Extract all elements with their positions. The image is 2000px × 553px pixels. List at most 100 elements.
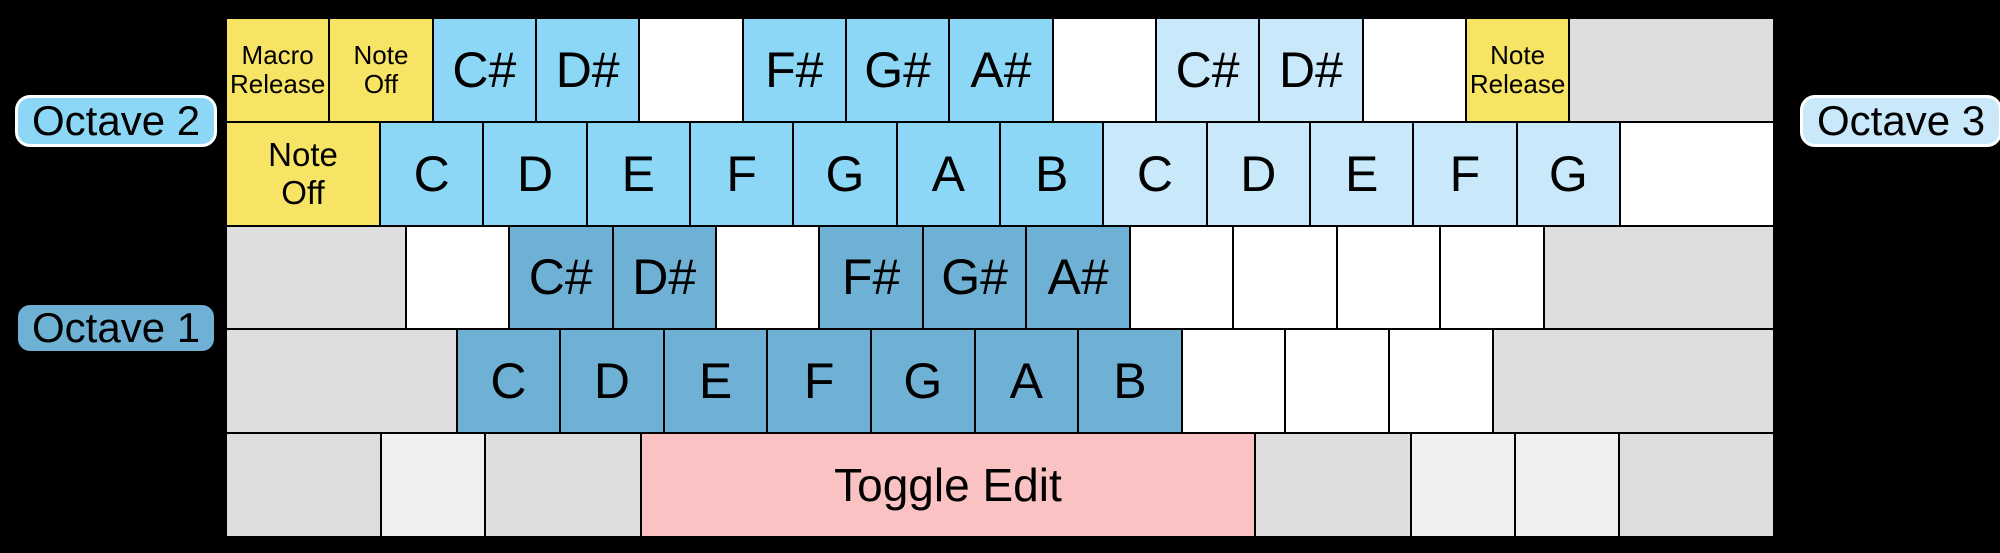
key-f-oct2: F xyxy=(688,120,795,227)
key-label-line: F xyxy=(803,353,835,410)
key-e-oct2: E xyxy=(585,120,691,227)
key-d-oct3: D xyxy=(1205,120,1311,227)
key-c-sharp-oct1: C# xyxy=(508,224,614,331)
key-f-sharp-oct2: F# xyxy=(741,17,847,123)
key-unmapped xyxy=(1361,17,1467,123)
key-label-line: A# xyxy=(1047,249,1109,306)
key-label-line: D# xyxy=(632,249,697,306)
octave-1-label: Octave 1 xyxy=(15,302,218,354)
key-label-line: A xyxy=(931,145,965,202)
key-label-line: A xyxy=(1009,353,1044,410)
key-g-oct1: G xyxy=(869,328,976,435)
key-unmapped xyxy=(714,224,821,331)
key-label-line: D xyxy=(516,145,554,202)
key-unmapped xyxy=(1284,328,1390,435)
key-c-sharp-oct3: C# xyxy=(1154,17,1261,123)
key-modifier xyxy=(1568,17,1775,123)
key-modifier xyxy=(225,328,458,435)
key-c-oct1: C xyxy=(455,328,562,435)
key-label-line: F# xyxy=(841,249,901,306)
key-d-sharp-oct1: D# xyxy=(611,224,717,331)
key-e-oct3: E xyxy=(1308,120,1415,227)
key-label-line: G xyxy=(903,353,943,410)
key-modifier-light xyxy=(1513,432,1620,538)
key-label-line: Off xyxy=(363,68,399,99)
key-modifier-light xyxy=(380,432,487,538)
key-label-line: G xyxy=(1548,145,1588,202)
key-label-line: C# xyxy=(528,249,593,306)
key-modifier xyxy=(1542,224,1776,331)
octave-2-label: Octave 2 xyxy=(15,95,218,147)
key-label-line: D xyxy=(593,353,631,410)
key-a-oct1: A xyxy=(973,328,1080,435)
key-c-oct3: C xyxy=(1102,120,1208,227)
key-c-oct2: C xyxy=(379,120,485,227)
key-modifier xyxy=(225,432,383,538)
key-modifier xyxy=(484,432,642,538)
key-unmapped xyxy=(404,224,511,331)
key-label-line: G# xyxy=(864,41,931,98)
key-label-line: E xyxy=(1344,145,1379,202)
key-label-line: E xyxy=(621,145,655,202)
key-toggle-edit: Toggle Edit xyxy=(639,432,1257,538)
key-unmapped xyxy=(1439,224,1545,331)
key-modifier xyxy=(225,224,407,331)
key-d-sharp-oct3: D# xyxy=(1258,17,1364,123)
key-label-line: B xyxy=(1034,145,1069,202)
home-row: C# D# F# G# A# xyxy=(225,224,1776,331)
key-label-line: C xyxy=(490,353,527,410)
key-label-line: D# xyxy=(555,41,620,98)
octave-3-label: Octave 3 xyxy=(1800,95,2000,147)
key-label-line: Release xyxy=(229,68,326,99)
key-label-line: F xyxy=(1449,145,1481,202)
key-modifier xyxy=(1491,328,1775,435)
key-e-oct1: E xyxy=(662,328,769,435)
key-g-sharp-oct2: G# xyxy=(844,17,951,123)
key-a-sharp-oct1: A# xyxy=(1025,224,1131,331)
key-label-line: B xyxy=(1113,353,1147,410)
key-b-oct1: B xyxy=(1077,328,1183,435)
key-modifier-light xyxy=(1409,432,1516,538)
key-unmapped xyxy=(1051,17,1157,123)
key-g-sharp-oct1: G# xyxy=(921,224,1028,331)
key-f-oct1: F xyxy=(766,328,872,435)
key-label-line: Note xyxy=(268,135,338,173)
key-d-oct2: D xyxy=(482,120,588,227)
key-unmapped xyxy=(638,17,744,123)
key-label-line: C# xyxy=(452,41,517,98)
key-label-line: Release xyxy=(1469,68,1566,99)
key-label-line: F xyxy=(726,145,757,202)
key-unmapped xyxy=(1128,224,1235,331)
key-label-line: C xyxy=(1136,145,1174,202)
key-unmapped xyxy=(1180,328,1287,435)
key-label-line: Macro xyxy=(241,39,314,70)
key-b-oct2: B xyxy=(998,120,1105,227)
key-label-line: G# xyxy=(941,249,1008,306)
key-modifier xyxy=(1254,432,1412,538)
key-d-sharp-oct2: D# xyxy=(534,17,641,123)
key-label-line: F# xyxy=(765,41,824,98)
key-a-sharp-oct2: A# xyxy=(948,17,1054,123)
key-label-line: Note xyxy=(1490,39,1546,70)
key-c-sharp-oct2: C# xyxy=(431,17,537,123)
key-g-oct2: G xyxy=(792,120,898,227)
key-unmapped xyxy=(1232,224,1338,331)
key-unmapped xyxy=(1387,328,1494,435)
key-label-line: Note xyxy=(353,39,409,70)
key-a-oct2: A xyxy=(895,120,1001,227)
key-unmapped xyxy=(1335,224,1442,331)
key-f-oct3: F xyxy=(1412,120,1518,227)
key-unmapped xyxy=(1618,120,1775,227)
key-label-line: G xyxy=(825,145,865,202)
key-f-sharp-oct1: F# xyxy=(818,224,924,331)
key-g-oct3: G xyxy=(1515,120,1621,227)
key-d-oct1: D xyxy=(559,328,665,435)
